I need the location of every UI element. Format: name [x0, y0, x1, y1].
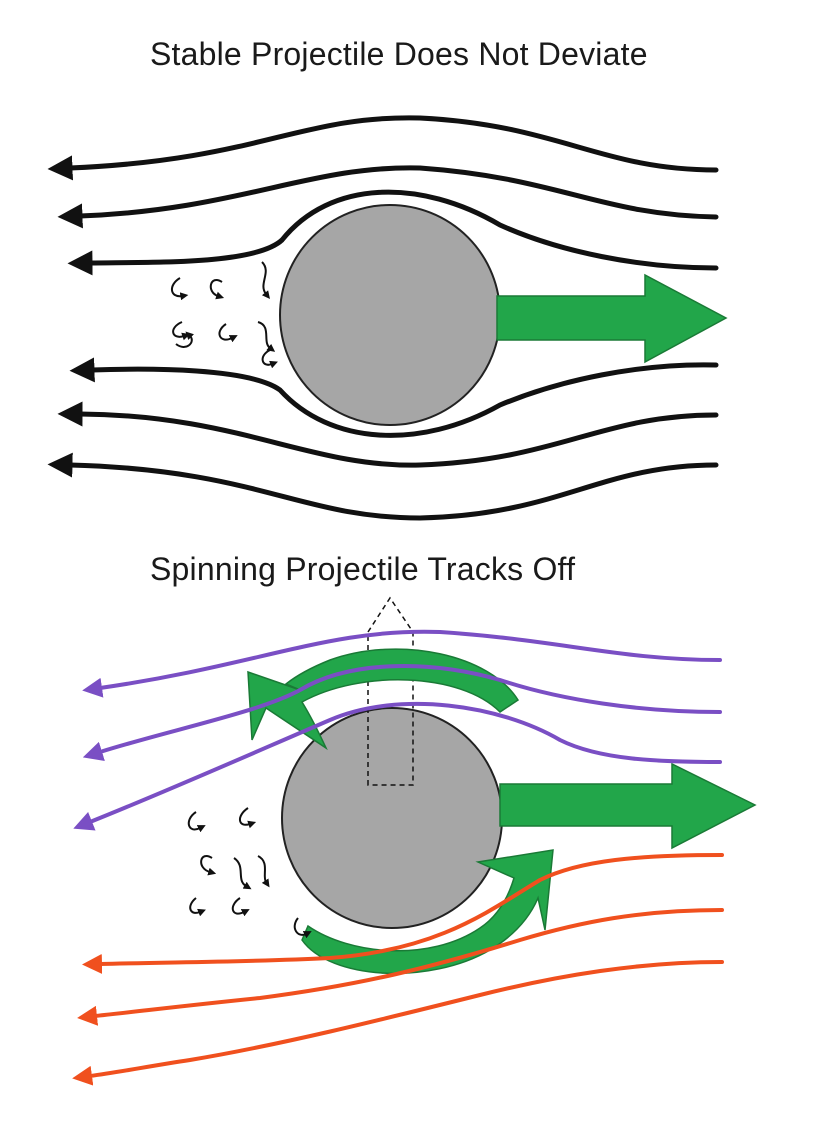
- wake-swirl-icon: [293, 917, 312, 939]
- streamline-upper-3: [73, 701, 722, 831]
- motion-arrow-icon: [499, 762, 757, 850]
- projectile-circle: [279, 204, 501, 426]
- streamline-3: [67, 189, 719, 276]
- streamline-5: [57, 401, 719, 468]
- streamline-upper-1: [82, 629, 722, 698]
- streamline-lower-2: [77, 908, 724, 1026]
- wake-swirl-icon: [171, 277, 189, 301]
- wake-swirl-icon: [189, 897, 206, 917]
- wake-swirl-icon: [257, 321, 276, 352]
- wake-swirl-icon: [233, 857, 252, 890]
- top-panel: [47, 115, 728, 521]
- bottom-panel: [72, 596, 757, 1086]
- wake-swirl-icon: [261, 261, 270, 300]
- streamlines-lower: [72, 853, 724, 1086]
- streamline-lower-3: [72, 960, 724, 1086]
- wake-swirl-icon: [257, 855, 270, 888]
- top-diagram-title: Stable Projectile Does Not Deviate: [150, 36, 648, 72]
- motion-arrow-icon: [496, 273, 728, 364]
- wake-swirl-icon: [261, 349, 278, 369]
- streamline-6: [47, 452, 719, 521]
- streamline-1: [47, 115, 719, 181]
- streamline-lower-1: [82, 853, 724, 974]
- wake-swirl-icon: [209, 279, 225, 300]
- streamlines-upper: [73, 629, 722, 831]
- wake-swirl-icon: [218, 323, 238, 343]
- streamline-2: [57, 165, 719, 229]
- wake-swirl-icon: [239, 807, 257, 829]
- spin-arrow-upper-icon: [247, 648, 520, 751]
- wake-swirl-icon: [231, 897, 250, 917]
- streamline-upper-2: [82, 664, 722, 761]
- bottom-diagram-title: Spinning Projectile Tracks Off: [150, 551, 576, 587]
- wake-turbulence-icons-bottom: [187, 807, 312, 939]
- wake-turbulence-icons: [171, 261, 278, 369]
- wake-swirl-icon: [175, 331, 194, 348]
- streamlines-neutral: [47, 115, 719, 521]
- streamline-4: [69, 357, 719, 438]
- wake-swirl-icon: [172, 321, 191, 341]
- wake-swirl-icon: [187, 811, 206, 833]
- wake-swirl-icon: [200, 855, 217, 876]
